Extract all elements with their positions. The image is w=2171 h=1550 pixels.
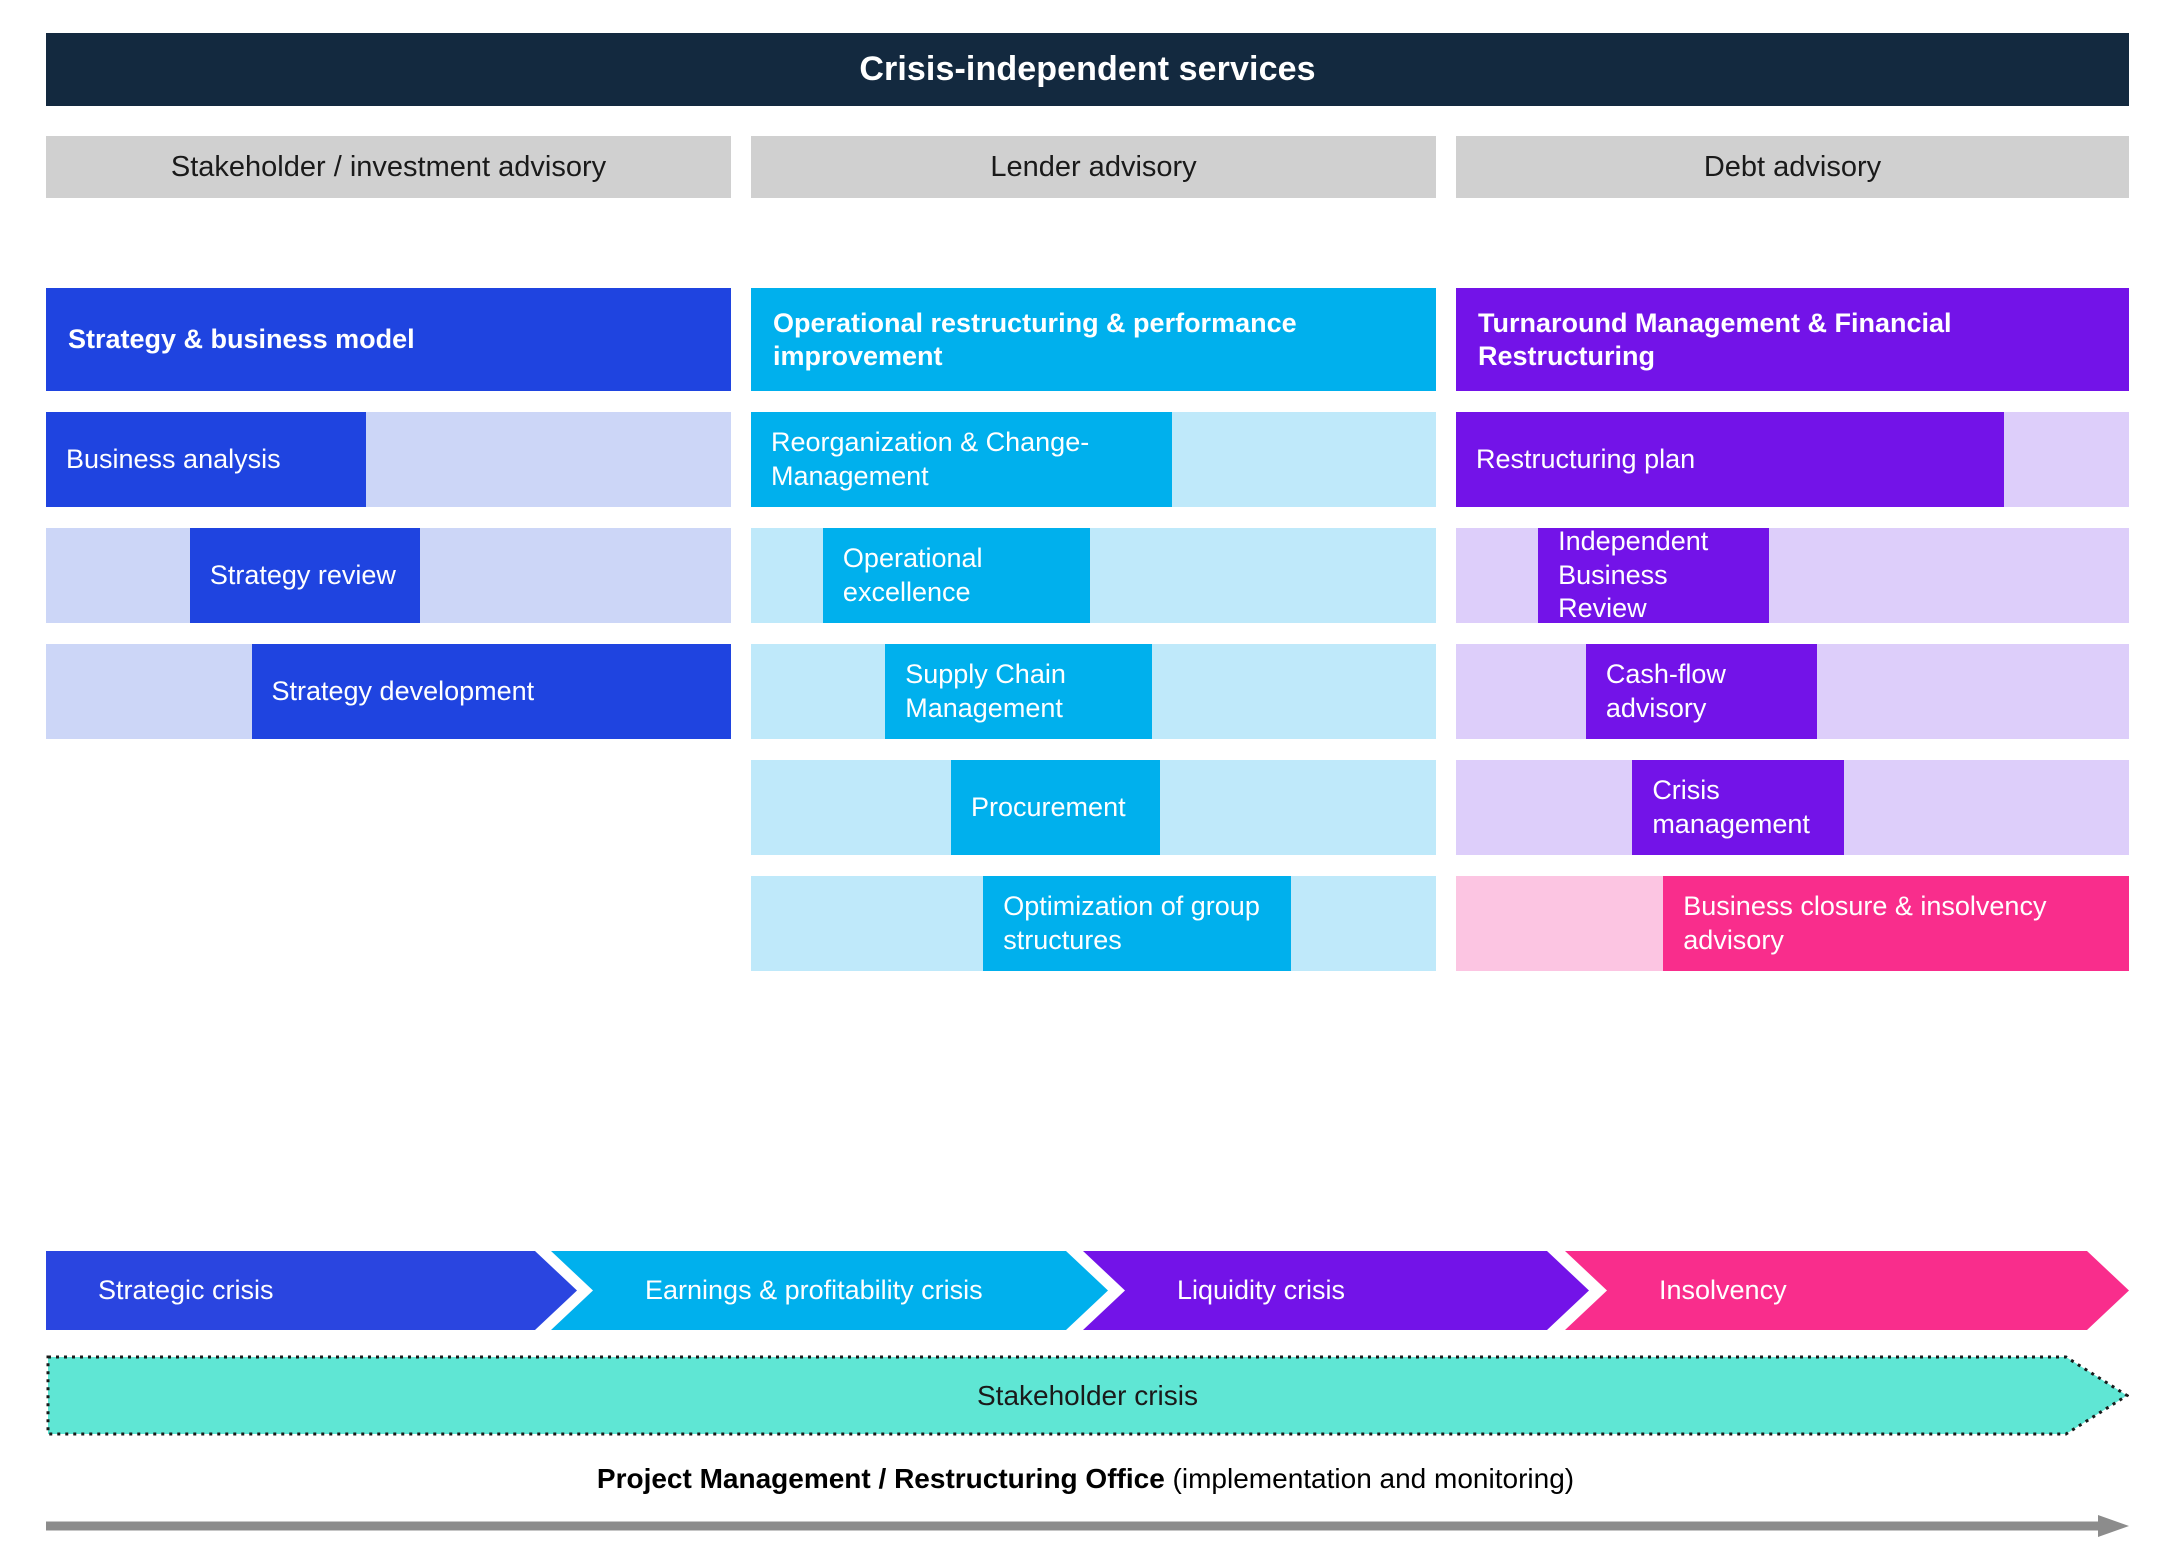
crisis-stage-label: Liquidity crisis	[1177, 1275, 1346, 1305]
service-chip[interactable]: Cash-flow advisory	[1585, 644, 1817, 739]
crisis-stage-label: Earnings & profitability crisis	[645, 1275, 983, 1305]
stakeholder-crisis-bar: Stakeholder crisis	[46, 1355, 2129, 1436]
pmo-caption-light: (implementation and monitoring)	[1164, 1463, 1575, 1494]
pmo-caption: Project Management / Restructuring Offic…	[0, 1463, 2171, 1495]
service-chip[interactable]: Supply Chain Management	[885, 644, 1153, 739]
crisis-stage-1[interactable]: Strategic crisis	[46, 1251, 577, 1330]
service-chip[interactable]: Business closure & insolvency advisory	[1663, 876, 2129, 971]
service-row: Supply Chain Management	[751, 644, 1436, 739]
service-row: Business analysis	[46, 412, 731, 507]
service-chip-label: Restructuring plan	[1476, 443, 1696, 474]
service-row: Independent Business Review	[1456, 526, 2129, 624]
crisis-stage-label: Strategic crisis	[98, 1275, 274, 1305]
service-row: Procurement	[751, 760, 1436, 855]
service-column-operational: Operational restructuring & performance …	[751, 288, 1436, 992]
service-chip[interactable]: Independent Business Review	[1538, 526, 1769, 624]
crisis-stage-shape	[1083, 1251, 1589, 1330]
service-row: Business closure & insolvency advisory	[1456, 876, 2129, 971]
service-chip-label: Operational excellence	[842, 543, 983, 607]
service-chip[interactable]: Strategy review	[189, 528, 420, 623]
crisis-stage-shape	[551, 1251, 1108, 1330]
crisis-stage-3[interactable]: Liquidity crisis	[1083, 1251, 1589, 1330]
service-chip-label: Supply Chain Management	[905, 659, 1066, 723]
column-header-stakeholder-investment-advisory: Stakeholder / investment advisory	[46, 136, 731, 198]
service-chip[interactable]: Strategy development	[251, 644, 731, 739]
crisis-stage-band: Strategic crisis Earnings & profitability…	[46, 1251, 2129, 1330]
service-chip[interactable]: Restructuring plan	[1456, 412, 2005, 507]
category-header-turnaround[interactable]: Turnaround Management & Financial Restru…	[1456, 288, 2129, 391]
crisis-stage-4[interactable]: Insolvency	[1565, 1251, 2129, 1330]
service-chip[interactable]: Business analysis	[46, 412, 366, 507]
service-chip-label: Business closure & insolvency advisory	[1683, 891, 2047, 955]
service-chip-label: Strategy review	[209, 559, 396, 590]
category-header-strategy[interactable]: Strategy & business model	[46, 288, 731, 391]
crisis-independent-services-banner: Crisis-independent services	[46, 33, 2129, 106]
service-chip-label: Reorganization & Change-Management	[771, 427, 1090, 491]
service-chip-label: Independent Business Review	[1558, 526, 1709, 624]
service-row: Reorganization & Change-Management	[751, 412, 1436, 507]
timeline-arrow-head	[2098, 1515, 2129, 1537]
column-header-label: Lender advisory	[990, 150, 1197, 183]
column-header-label: Debt advisory	[1703, 150, 1882, 183]
category-header-label: Operational restructuring & performance …	[773, 307, 1297, 371]
column-header-lender-advisory: Lender advisory	[751, 136, 1436, 198]
service-chip-label: Business analysis	[66, 443, 281, 474]
service-chip-label: Optimization of group structures	[1003, 891, 1260, 955]
crisis-stage-shape	[1565, 1251, 2129, 1330]
service-column-turnaround: Turnaround Management & Financial Restru…	[1456, 288, 2129, 992]
stakeholder-crisis-shape	[46, 1355, 2129, 1436]
service-row: Strategy development	[46, 644, 731, 739]
service-chip-label: Procurement	[971, 791, 1126, 822]
timeline-arrow	[46, 1513, 2129, 1539]
service-chip[interactable]: Reorganization & Change-Management	[751, 412, 1173, 507]
banner-title: Crisis-independent services	[859, 50, 1316, 88]
service-row: Restructuring plan	[1456, 412, 2129, 507]
service-row: Cash-flow advisory	[1456, 644, 2129, 739]
service-row: Optimization of group structures	[751, 876, 1436, 971]
service-chip[interactable]: Operational excellence	[822, 528, 1091, 623]
service-chip-label: Crisis management	[1652, 775, 1810, 839]
column-header-debt-advisory: Debt advisory	[1456, 136, 2129, 198]
service-row: Crisis management	[1456, 760, 2129, 855]
pmo-caption-bold: Project Management / Restructuring Offic…	[596, 1463, 1165, 1494]
service-chip[interactable]: Optimization of group structures	[983, 876, 1292, 971]
service-chip[interactable]: Procurement	[951, 760, 1160, 855]
service-row: Operational excellence	[751, 528, 1436, 623]
crisis-stage-label: Insolvency	[1659, 1275, 1787, 1305]
category-header-operational[interactable]: Operational restructuring & performance …	[751, 288, 1436, 391]
service-row: Strategy review	[46, 528, 731, 623]
category-header-label: Strategy & business model	[68, 324, 415, 355]
crisis-stage-2[interactable]: Earnings & profitability crisis	[551, 1251, 1108, 1330]
crisis-stage-shape	[46, 1251, 577, 1330]
category-header-label: Turnaround Management & Financial Restru…	[1478, 307, 1952, 371]
service-chip-label: Cash-flow advisory	[1605, 659, 1726, 723]
column-header-label: Stakeholder / investment advisory	[170, 150, 607, 183]
service-chip[interactable]: Crisis management	[1632, 760, 1845, 855]
stakeholder-crisis-label: Stakeholder crisis	[977, 1379, 1198, 1411]
service-chip-label: Strategy development	[271, 675, 535, 706]
